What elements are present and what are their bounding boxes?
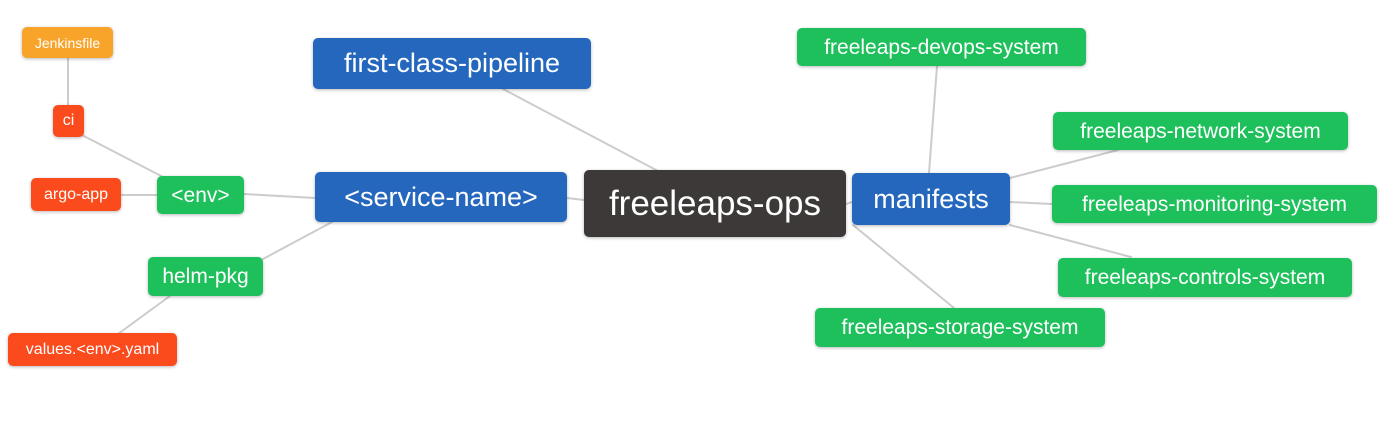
edge-manifests-network-system bbox=[1009, 149, 1119, 179]
edge-manifests-devops-system bbox=[928, 65, 938, 174]
edge-service-name-freeleaps-ops bbox=[566, 197, 585, 201]
edge-manifests-storage-system bbox=[852, 224, 955, 309]
node-values-env-yaml[interactable]: values.<env>.yaml bbox=[8, 333, 177, 366]
node-storage-system[interactable]: freeleaps-storage-system bbox=[815, 308, 1105, 347]
node-helm-pkg[interactable]: helm-pkg bbox=[148, 257, 263, 296]
node-service-name[interactable]: <service-name> bbox=[315, 172, 567, 222]
node-env[interactable]: <env> bbox=[157, 176, 244, 214]
node-ci[interactable]: ci bbox=[53, 105, 84, 137]
node-argo-app[interactable]: argo-app bbox=[31, 178, 121, 211]
edge-env-service-name bbox=[243, 193, 316, 199]
edge-manifests-monitoring-system bbox=[1009, 201, 1053, 205]
node-network-system[interactable]: freeleaps-network-system bbox=[1053, 112, 1348, 150]
edge-ci-env bbox=[79, 133, 166, 179]
node-manifests[interactable]: manifests bbox=[852, 173, 1010, 225]
node-jenkinsfile[interactable]: Jenkinsfile bbox=[22, 27, 113, 58]
node-monitoring-system[interactable]: freeleaps-monitoring-system bbox=[1052, 185, 1377, 223]
node-first-class-pipeline[interactable]: first-class-pipeline bbox=[313, 38, 591, 89]
node-devops-system[interactable]: freeleaps-devops-system bbox=[797, 28, 1086, 66]
node-freeleaps-ops[interactable]: freeleaps-ops bbox=[584, 170, 846, 237]
edge-service-name-helm-pkg bbox=[262, 221, 333, 260]
edge-helm-pkg-values-env-yaml bbox=[117, 295, 171, 335]
node-controls-system[interactable]: freeleaps-controls-system bbox=[1058, 258, 1352, 297]
edge-manifests-controls-system bbox=[1009, 224, 1132, 258]
edge-first-class-pipeline-freeleaps-ops bbox=[502, 88, 659, 172]
